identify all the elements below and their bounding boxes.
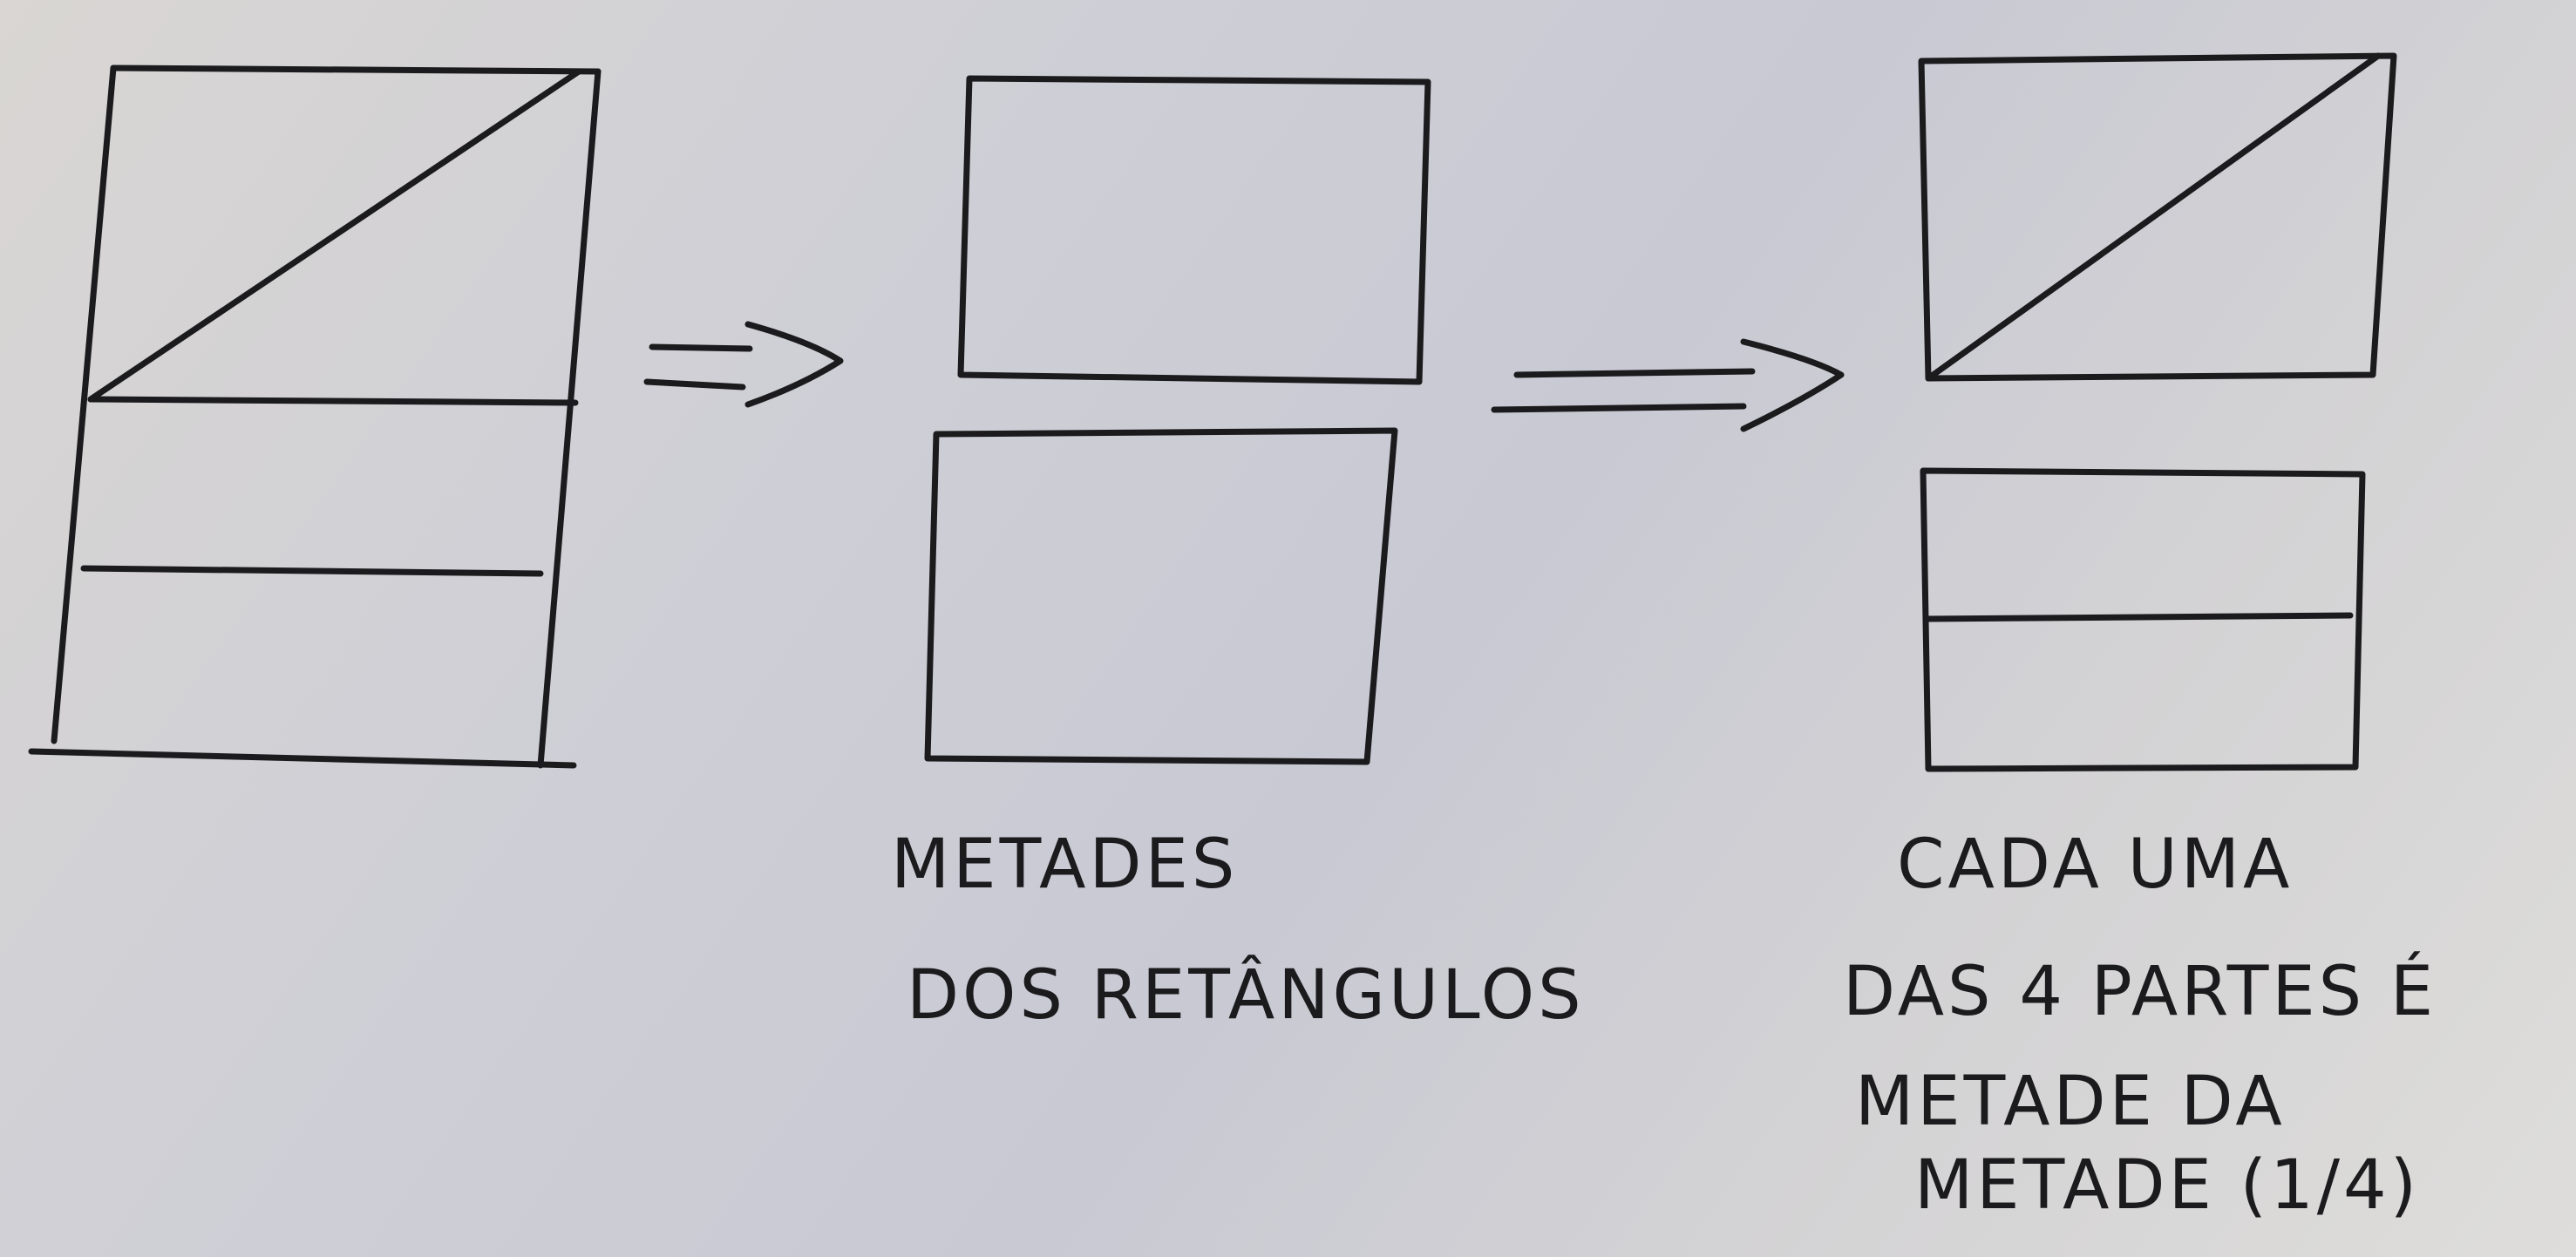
- caption-right-line2: DAS 4 PARTES É: [1843, 951, 2437, 1031]
- original-rect-right-edge: [537, 68, 602, 769]
- original-rect-divider-upper: [87, 396, 579, 406]
- arrow-second-head: [1740, 338, 1845, 432]
- quarter-rect-divider: [1923, 612, 2354, 622]
- quarter-rectangle-bottom: [1920, 467, 2366, 772]
- original-rect-diagonal: [87, 68, 582, 403]
- original-rect-divider-lower: [80, 565, 544, 577]
- original-rectangle: [28, 65, 602, 769]
- arrow-first-shaft-top: [649, 343, 753, 352]
- caption-middle-line1: METADES: [891, 826, 1238, 904]
- half-rectangle-bottom: [924, 427, 1398, 765]
- original-rect-left-edge: [51, 65, 117, 744]
- original-rect-bottom-edge: [28, 748, 577, 769]
- original-rect-top-edge: [110, 65, 602, 75]
- arrow-first-shaft-bottom: [643, 378, 746, 391]
- caption-right-line3: METADE DA: [1855, 1063, 2286, 1141]
- arrow-first-head: [744, 321, 844, 408]
- arrow-first: [643, 321, 844, 408]
- caption-right-line1: CADA UMA: [1897, 826, 2293, 904]
- arrow-second: [1491, 338, 1845, 432]
- caption-middle: METADES DOS RETÂNGULOS: [891, 826, 1585, 1035]
- quarter-rect-diagonal: [1925, 52, 2382, 382]
- half-rectangle-top: [957, 75, 1431, 385]
- arrow-second-shaft-top: [1513, 368, 1756, 378]
- caption-middle-line2: DOS RETÂNGULOS: [907, 955, 1585, 1035]
- caption-right-line4: METADE (1/4): [1914, 1146, 2420, 1225]
- arrow-second-shaft-bottom: [1491, 403, 1747, 413]
- caption-right: CADA UMA DAS 4 PARTES É METADE DA METADE…: [1843, 826, 2437, 1225]
- quarter-rectangle-top: [1918, 52, 2397, 382]
